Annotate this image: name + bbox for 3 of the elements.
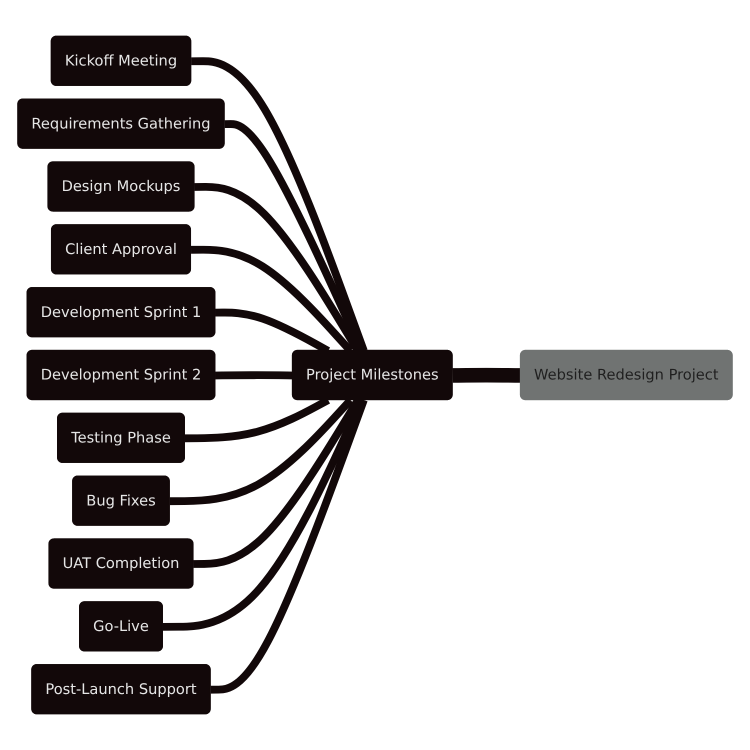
connector bbox=[215, 371, 293, 380]
connector bbox=[210, 398, 368, 694]
connector bbox=[191, 57, 368, 352]
